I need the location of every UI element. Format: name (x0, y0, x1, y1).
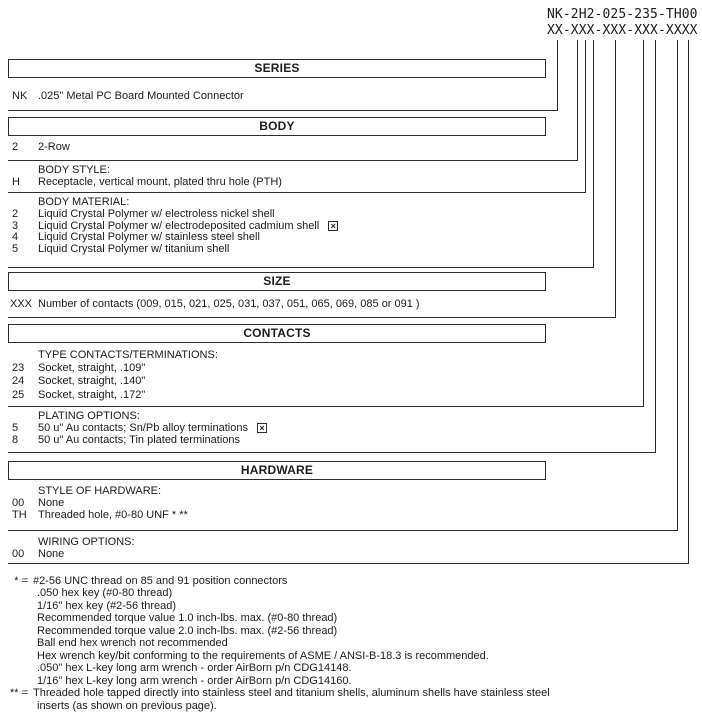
option-code: 2 (12, 141, 19, 153)
footnote-double-star-label: ** = (9, 687, 28, 699)
option-desc: Socket, straight, .140" (38, 375, 146, 387)
group-label: BODY MATERIAL: (38, 196, 130, 208)
footnote-line: Recommended torque value 2.0 inch-lbs. m… (37, 625, 338, 637)
option-code: H (12, 176, 20, 188)
group-label: TYPE CONTACTS/TERMINATIONS: (38, 349, 218, 361)
option-row: 2 Liquid Crystal Polymer w/ electroless … (0, 208, 702, 221)
footnote-line: 1/16" hex key (#2-56 thread) (37, 600, 177, 612)
group-label: WIRING OPTIONS: (38, 536, 135, 548)
option-row: 00 None (0, 497, 702, 510)
footnote-line: Recommended torque value 1.0 inch-lbs. m… (37, 612, 338, 624)
option-desc: Threaded hole, #0-80 UNF * ** (38, 509, 188, 521)
option-code: NK (12, 90, 28, 102)
option-row: 4 Liquid Crystal Polymer w/ stainless st… (0, 231, 702, 244)
option-desc: Receptacle, vertical mount, plated thru … (38, 176, 282, 188)
group-label: BODY STYLE: (38, 164, 110, 176)
option-row: TH Threaded hole, #0-80 UNF * ** (0, 509, 702, 522)
option-row: 00 None (0, 548, 702, 561)
section-header-series: SERIES (8, 59, 546, 78)
option-row: H Receptacle, vertical mount, plated thr… (0, 176, 702, 189)
part-number-mask: XX-XXX-XXX-XXX-XXXX (547, 23, 698, 38)
option-code: 23 (12, 362, 25, 374)
option-row: NK .025" Metal PC Board Mounted Connecto… (0, 90, 702, 103)
leader-line-series (8, 40, 558, 111)
section-header-contacts: CONTACTS (8, 324, 546, 343)
footnote-line: * = #2-56 UNC thread on 85 and 91 positi… (0, 575, 702, 588)
option-code: 24 (12, 375, 25, 387)
option-code: 5 (12, 243, 19, 255)
option-desc: Liquid Crystal Polymer w/ electroless ni… (38, 208, 275, 220)
section-header-size: SIZE (8, 272, 546, 291)
section-header-body: BODY (8, 117, 546, 136)
footnote-line: .050" hex L-key long arm wrench - order … (37, 662, 352, 674)
option-code: 5 (12, 422, 19, 434)
footnote-line: Hex wrench key/bit conforming to the req… (37, 650, 489, 662)
option-code: XXX (10, 298, 33, 310)
option-code: TH (12, 509, 27, 521)
option-desc: None (38, 497, 65, 509)
leader-line-contact-type (8, 40, 644, 407)
x-box-icon: × (256, 423, 267, 433)
option-desc: 2-Row (38, 141, 70, 153)
leader-line-body-rows (8, 40, 578, 161)
option-desc: 50 u" Au contacts; Sn/Pb alloy terminati… (38, 422, 267, 434)
footnote-line: 1/16" hex L-key long arm wrench - order … (37, 675, 352, 687)
option-desc: Socket, straight, .172" (38, 389, 146, 401)
footnote-line: .050 hex key (#0-80 thread) (37, 587, 173, 599)
footnote-star-label: * = (14, 575, 28, 587)
option-row: XXX Number of contacts (009, 015, 021, 0… (0, 298, 702, 311)
leader-line-hardware (8, 40, 678, 531)
option-code: 2 (12, 208, 19, 220)
option-code: 00 (12, 548, 25, 560)
option-code: 3 (12, 220, 19, 232)
option-desc: Socket, straight, .109" (38, 362, 146, 374)
option-desc: Liquid Crystal Polymer w/ electrodeposit… (38, 220, 339, 232)
option-code: 00 (12, 497, 25, 509)
option-desc: 50 u" Au contacts; Tin plated terminatio… (38, 434, 241, 446)
option-row: 24 Socket, straight, .140" (0, 375, 702, 388)
part-number-value: NK-2H2-025-235-TH00 (547, 7, 698, 22)
group-label: STYLE OF HARDWARE: (38, 485, 162, 497)
leader-line-body-style (8, 40, 586, 193)
footnote-line: Ball end hex wrench not recommended (37, 637, 228, 649)
section-header-hardware: HARDWARE (8, 461, 546, 480)
footnote-line: inserts (as shown on previous page). (37, 700, 217, 712)
option-row: 5 Liquid Crystal Polymer w/ titanium she… (0, 243, 702, 256)
leader-line-size (8, 40, 616, 318)
option-desc: Liquid Crystal Polymer w/ stainless stee… (38, 231, 260, 243)
option-desc: Liquid Crystal Polymer w/ titanium shell (38, 243, 230, 255)
option-desc: Number of contacts (009, 015, 021, 025, … (38, 298, 420, 310)
x-box-icon: × (328, 221, 339, 231)
option-code: 8 (12, 434, 19, 446)
option-row: 23 Socket, straight, .109" (0, 362, 702, 375)
option-row: 3 Liquid Crystal Polymer w/ electrodepos… (0, 220, 702, 233)
option-code: 4 (12, 231, 19, 243)
option-desc: .025" Metal PC Board Mounted Connector (38, 90, 244, 102)
option-row: 25 Socket, straight, .172" (0, 389, 702, 402)
option-row: 5 50 u" Au contacts; Sn/Pb alloy termina… (0, 422, 702, 435)
option-row: 2 2-Row (0, 141, 702, 154)
leader-line-body-material (8, 40, 594, 268)
footnote-line: ** = Threaded hole tapped directly into … (0, 687, 702, 700)
leader-line-plating (8, 40, 656, 453)
option-desc: None (38, 548, 65, 560)
option-code: 25 (12, 389, 25, 401)
group-label: PLATING OPTIONS: (38, 410, 140, 422)
leader-line-wiring (8, 40, 689, 564)
option-row: 8 50 u" Au contacts; Tin plated terminat… (0, 434, 702, 447)
